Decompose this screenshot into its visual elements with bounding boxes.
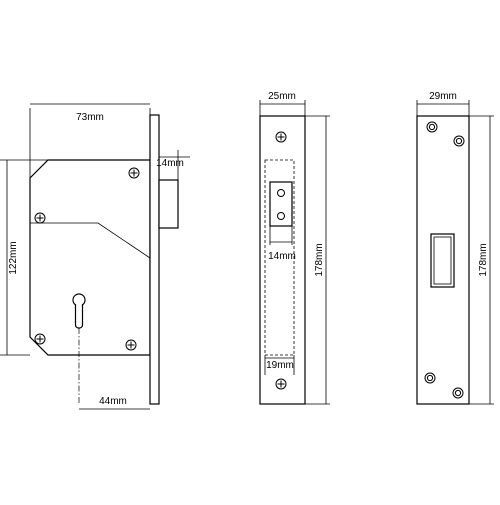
dimension-forend-width: 25mm [259, 91, 306, 116]
strike-bolt-hole [430, 233, 455, 288]
label-bolt-throw: 14mm [156, 158, 184, 169]
screw-icon [125, 339, 137, 351]
internal-edge [30, 222, 151, 259]
screw-icon [452, 387, 464, 399]
strike-plate-view: 29mm 178mm [416, 91, 494, 405]
screw-icon [424, 372, 436, 384]
label-strike-height: 178mm [478, 243, 489, 276]
dimension-strike-width: 29mm [416, 91, 470, 116]
forend-case-outline [264, 159, 295, 356]
screw-icon [426, 121, 438, 133]
label-lock-width: 73mm [76, 112, 104, 123]
forend-bolt [269, 181, 293, 227]
dimension-forend-height: 178mm [305, 115, 330, 405]
label-bolt-height: 19mm [266, 360, 294, 371]
keyhole-icon [72, 293, 86, 329]
label-bolt-width: 14mm [268, 251, 296, 262]
lock-body-view: 73mm 122mm 14mm 44mm [0, 103, 190, 410]
screw-icon [34, 333, 46, 345]
lock-case [29, 159, 151, 356]
forend-plate [259, 115, 306, 405]
dimension-strike-height: 178mm [469, 115, 494, 405]
label-forend-width: 25mm [268, 91, 296, 102]
dimension-backset: 44mm [79, 396, 150, 410]
dimension-bolt-throw: 14mm [156, 150, 190, 180]
dimension-bolt-width: 14mm [268, 226, 296, 262]
label-backset: 44mm [99, 396, 127, 407]
label-strike-width: 29mm [429, 91, 457, 102]
dimension-lock-height: 122mm [0, 159, 48, 356]
label-forend-height: 178mm [314, 243, 325, 276]
screw-icon [128, 167, 140, 179]
lock-faceplate [149, 114, 160, 405]
forend-view: 25mm 178mm 14mm 19mm [259, 91, 330, 405]
dimension-bolt-height: 19mm [264, 355, 295, 375]
screw-icon [275, 131, 287, 143]
screw-icon [453, 135, 465, 147]
deadbolt [158, 179, 179, 229]
label-lock-height: 122mm [8, 241, 19, 274]
bolt-roller-icon [277, 189, 285, 197]
screw-icon [275, 378, 287, 390]
screw-icon [34, 212, 46, 224]
bolt-roller-icon [277, 212, 285, 220]
dimension-lock-width: 73mm [29, 103, 151, 178]
